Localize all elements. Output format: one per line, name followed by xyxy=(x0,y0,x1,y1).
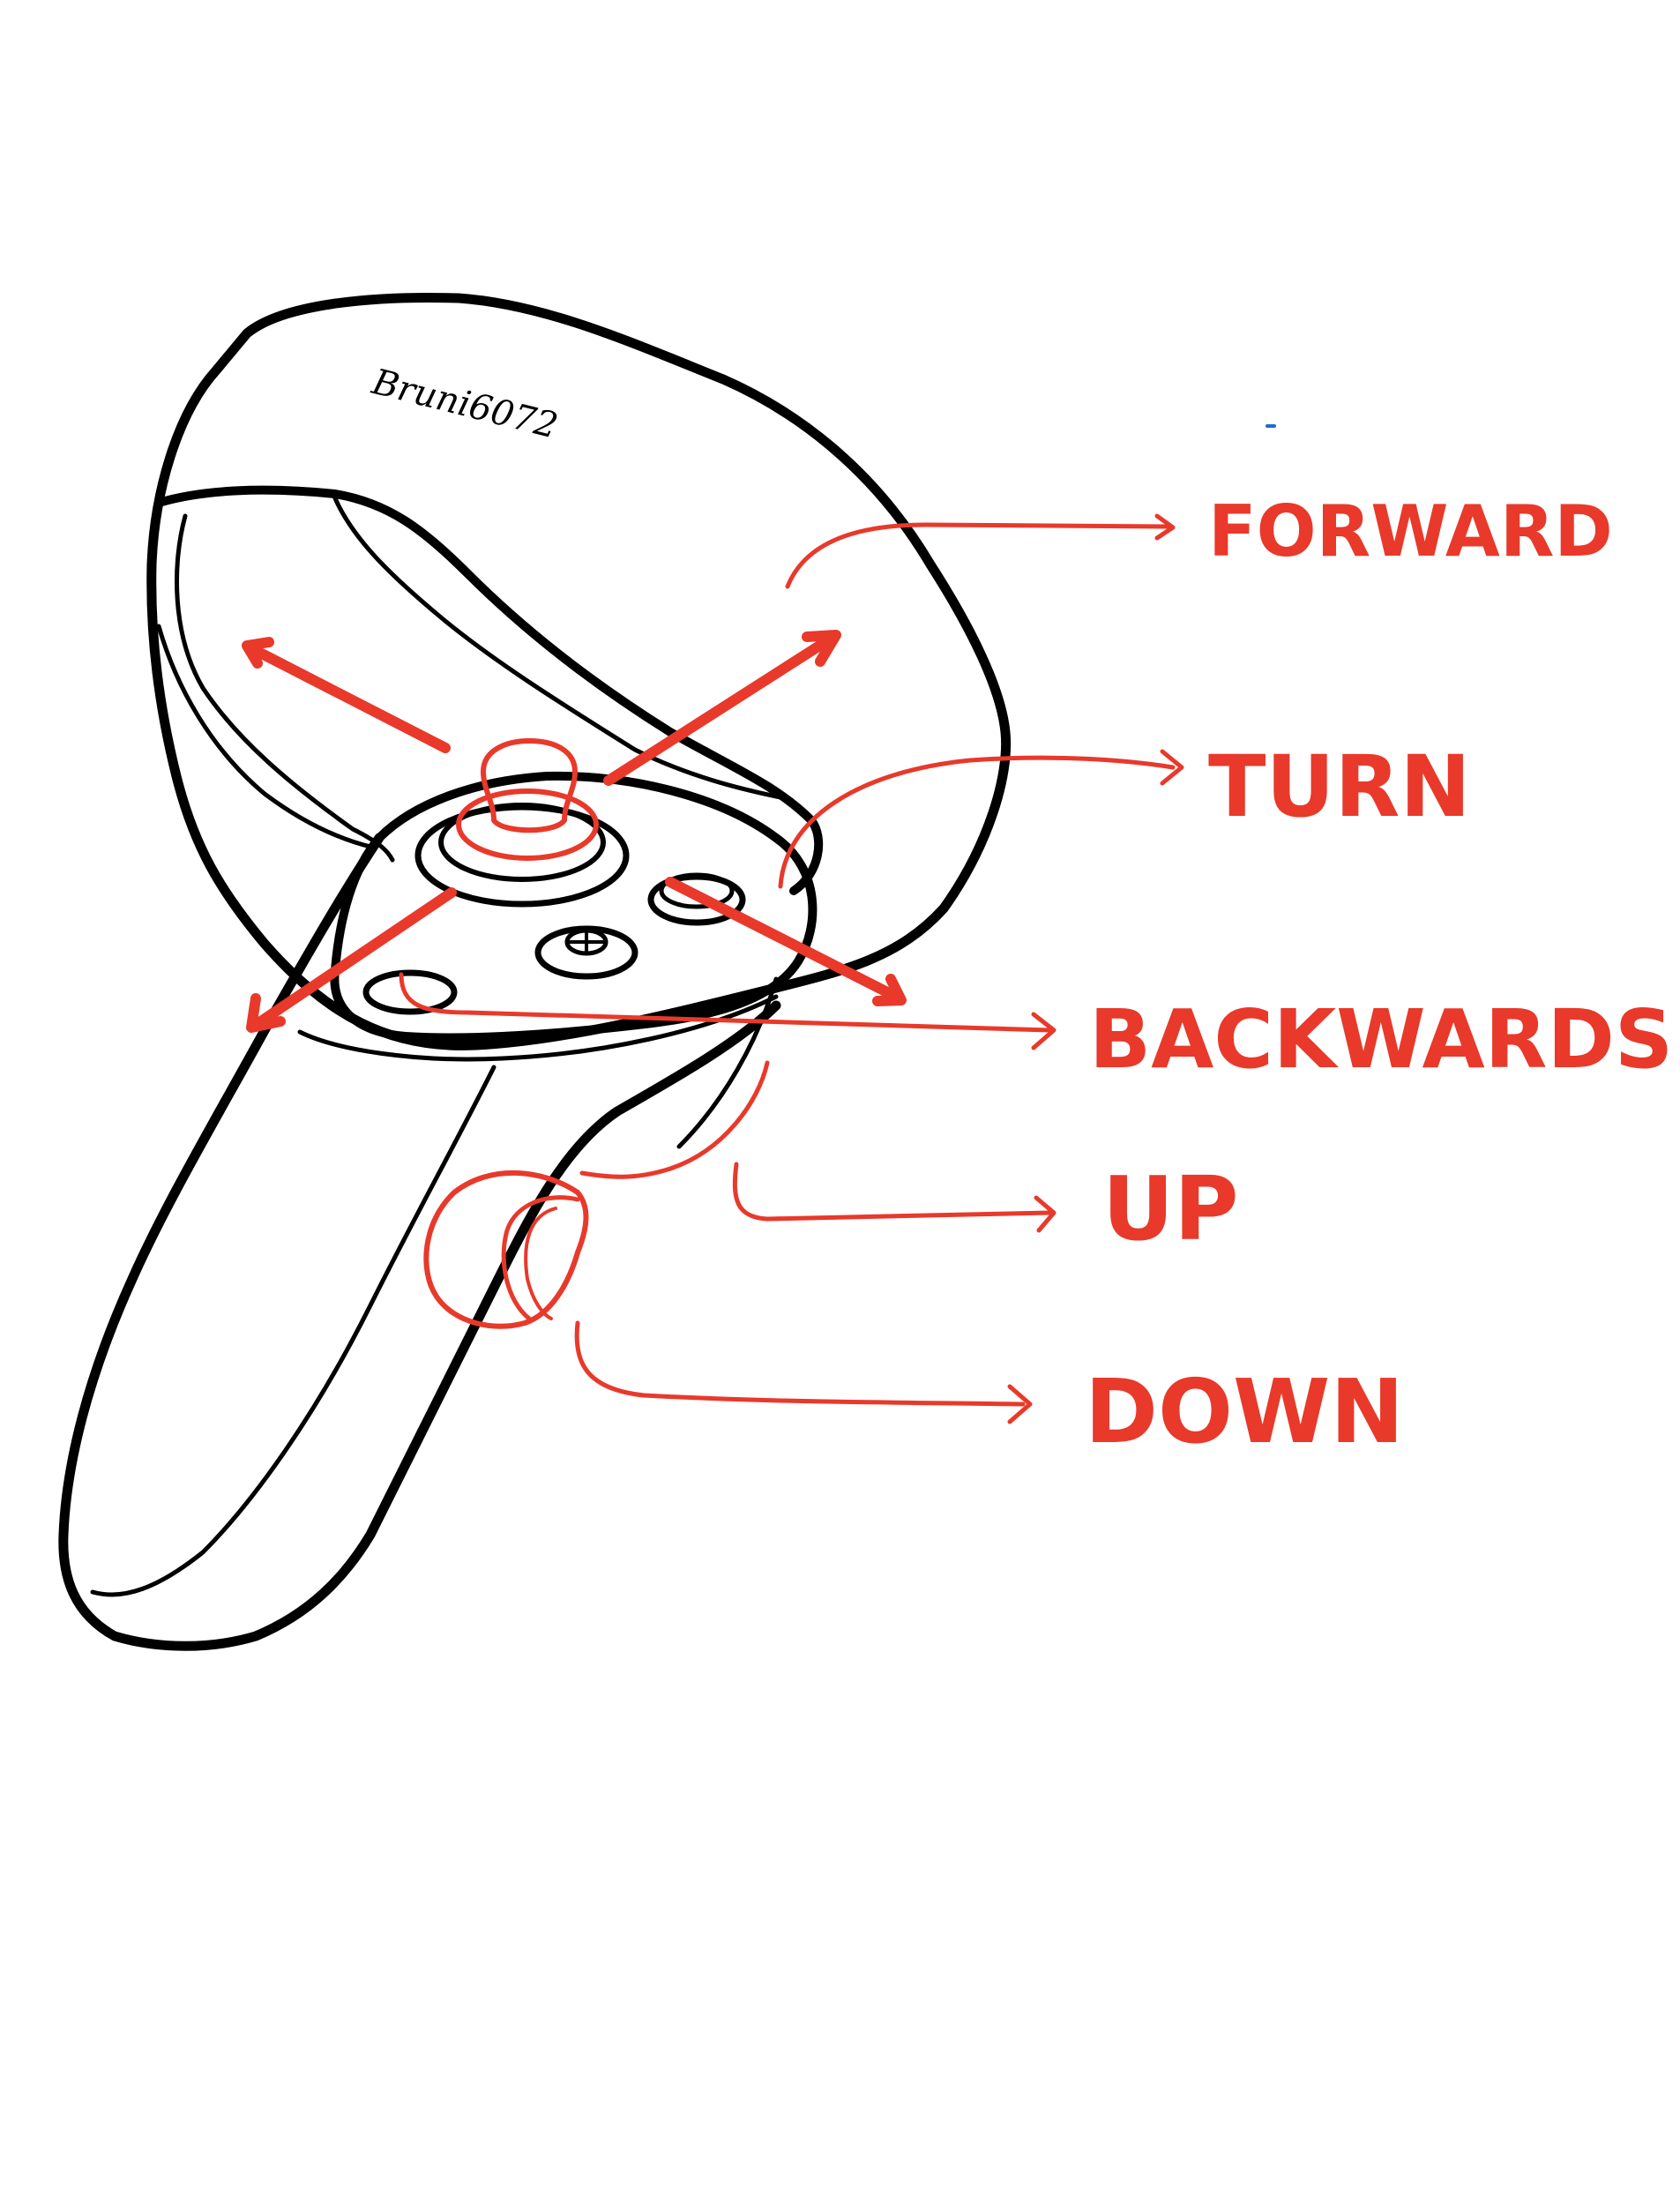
oculus-button-cross xyxy=(565,930,608,954)
arrow-backward-right-head xyxy=(872,974,907,1006)
grip-trigger xyxy=(423,1170,589,1329)
menu-button xyxy=(362,969,458,1015)
arrow-left-up xyxy=(246,643,451,753)
grip-side xyxy=(579,1060,770,1179)
face-buttons xyxy=(362,803,746,1015)
label-forward: FORWARD xyxy=(1208,490,1613,572)
leader-down xyxy=(574,1320,1026,1407)
thumbstick xyxy=(456,738,599,861)
arrow-backward-left-head xyxy=(246,993,286,1033)
arrow-backward-left xyxy=(250,887,457,1030)
leader-up-head xyxy=(1034,1195,1057,1233)
arrow-left-up-head xyxy=(242,637,274,669)
label-up: UP xyxy=(1102,1157,1239,1260)
leader-turn xyxy=(778,755,1176,889)
arrow-forward-head xyxy=(802,630,841,667)
handle-right-edge xyxy=(676,976,779,1149)
arrow-forward xyxy=(603,632,839,786)
direction-arrows xyxy=(242,630,907,1033)
handle-outer xyxy=(58,833,781,1651)
leader-backwards-head xyxy=(1031,1012,1057,1050)
leader-down-head xyxy=(1007,1384,1033,1424)
ring-inner-lower xyxy=(156,624,373,849)
trigger-inner xyxy=(501,1195,580,1321)
annotations: FORWARD TURN BACKWARDS UP DOWN xyxy=(242,490,1673,1463)
leader-backwards xyxy=(399,972,1052,1033)
controller-outline xyxy=(58,293,1012,1651)
trigger-outer xyxy=(423,1170,589,1329)
label-turn: TURN xyxy=(1208,737,1471,836)
leader-turn-head xyxy=(1160,749,1184,786)
artist-signature: Bruni6072 xyxy=(368,362,562,447)
thumbstick-ring xyxy=(456,789,599,861)
face-plate xyxy=(330,771,818,1043)
thumbstick-cap xyxy=(481,738,578,833)
tracking-ring-inner xyxy=(154,485,824,895)
label-down: DOWN xyxy=(1085,1360,1404,1463)
a-button-top xyxy=(659,872,735,909)
handle-inner-edge xyxy=(90,1065,497,1597)
tracking-ring-outer xyxy=(146,293,1012,1050)
face-plate-rim xyxy=(297,994,779,1062)
leader-forward xyxy=(785,522,1171,589)
trigger-inner-2 xyxy=(524,1207,557,1320)
leader-up xyxy=(732,1162,1052,1222)
label-backwards: BACKWARDS xyxy=(1089,992,1673,1087)
ring-inner-edge xyxy=(174,513,395,863)
arrow-backward-right xyxy=(665,877,905,1004)
ring-lip xyxy=(332,496,788,801)
thumbstick-base-inner xyxy=(438,803,606,882)
leader-forward-head xyxy=(1154,513,1176,541)
